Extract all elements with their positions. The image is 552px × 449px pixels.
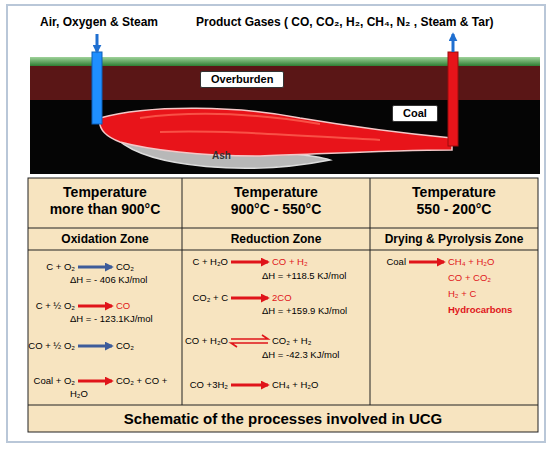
enthalpy: ΔH = - 123.1KJ/mol (70, 313, 153, 325)
reactant: CO +3H₂ (190, 379, 228, 391)
zone-name: Drying & Pyrolysis Zone (370, 233, 538, 245)
zone-name: Reduction Zone (182, 233, 370, 245)
reactant: Coal (386, 256, 406, 268)
table-grid (28, 178, 538, 405)
temperature-header: Temperature 900°C - 550°C (218, 184, 334, 218)
product: H₂ + C (448, 288, 476, 300)
product: CO + H₂ (272, 256, 308, 268)
zone-name: Oxidation Zone (28, 233, 182, 245)
ground-surface (30, 57, 540, 66)
reactant: CO + ½ O₂ (28, 340, 75, 352)
reactant: C + ½ O₂ (36, 300, 75, 312)
product: Hydrocarbons (448, 304, 512, 316)
product: CO + CO₂ (448, 272, 491, 284)
outflow-arrow (452, 34, 455, 52)
layer-name: Coal (403, 107, 427, 119)
flame-texture (140, 114, 380, 140)
product: CO₂ (116, 340, 134, 352)
temperature-header: Temperature 550 - 200°C (404, 184, 504, 218)
product: H₂O (70, 388, 88, 400)
layer-label: Coal (392, 105, 438, 122)
reactant: C + H₂O (192, 256, 228, 268)
product: CH₄ + H₂O (272, 379, 318, 391)
reactant: CO + H₂O (185, 335, 228, 347)
product: CO₂ + CO + (116, 375, 167, 387)
product: CO₂ + H₂ (272, 335, 311, 347)
layer-label: Overburden (200, 71, 284, 88)
enthalpy: ΔH = +159.9 KJ/mol (262, 305, 347, 317)
product: CO (116, 300, 130, 312)
enthalpy: ΔH = -42.3 KJ/mol (262, 349, 339, 361)
inflow-arrow (96, 34, 99, 52)
injection-well (92, 52, 102, 124)
picture-frame (7, 5, 545, 442)
process-table (28, 178, 538, 432)
reactant: CO₂ + C (192, 292, 228, 304)
reactant: Coal + O₂ (34, 375, 75, 387)
overburden-layer (30, 66, 540, 100)
product: CH₄ + H₂O (448, 256, 494, 268)
equilibrium-arrow (231, 335, 268, 347)
layer-name: Overburden (211, 73, 273, 85)
reactant: C + O₂ (46, 261, 75, 273)
inlet-label: Air, Oxygen & Steam (40, 16, 158, 28)
coal-seam (30, 100, 540, 174)
figure-caption: Schematic of the processes involved in U… (28, 410, 538, 428)
product: 2CO (272, 292, 292, 304)
product: CO₂ (116, 261, 134, 273)
ash-label: Ash (212, 150, 231, 162)
outlet-label: Product Gases ( CO, CO₂, H₂, CH₄, N₂ , S… (196, 16, 494, 28)
enthalpy: ΔH = +118.5 KJ/mol (262, 270, 346, 282)
production-well (448, 52, 458, 146)
enthalpy: ΔH = - 406 KJ/mol (70, 274, 147, 286)
temperature-header: Temperature more than 900°C (47, 184, 163, 218)
